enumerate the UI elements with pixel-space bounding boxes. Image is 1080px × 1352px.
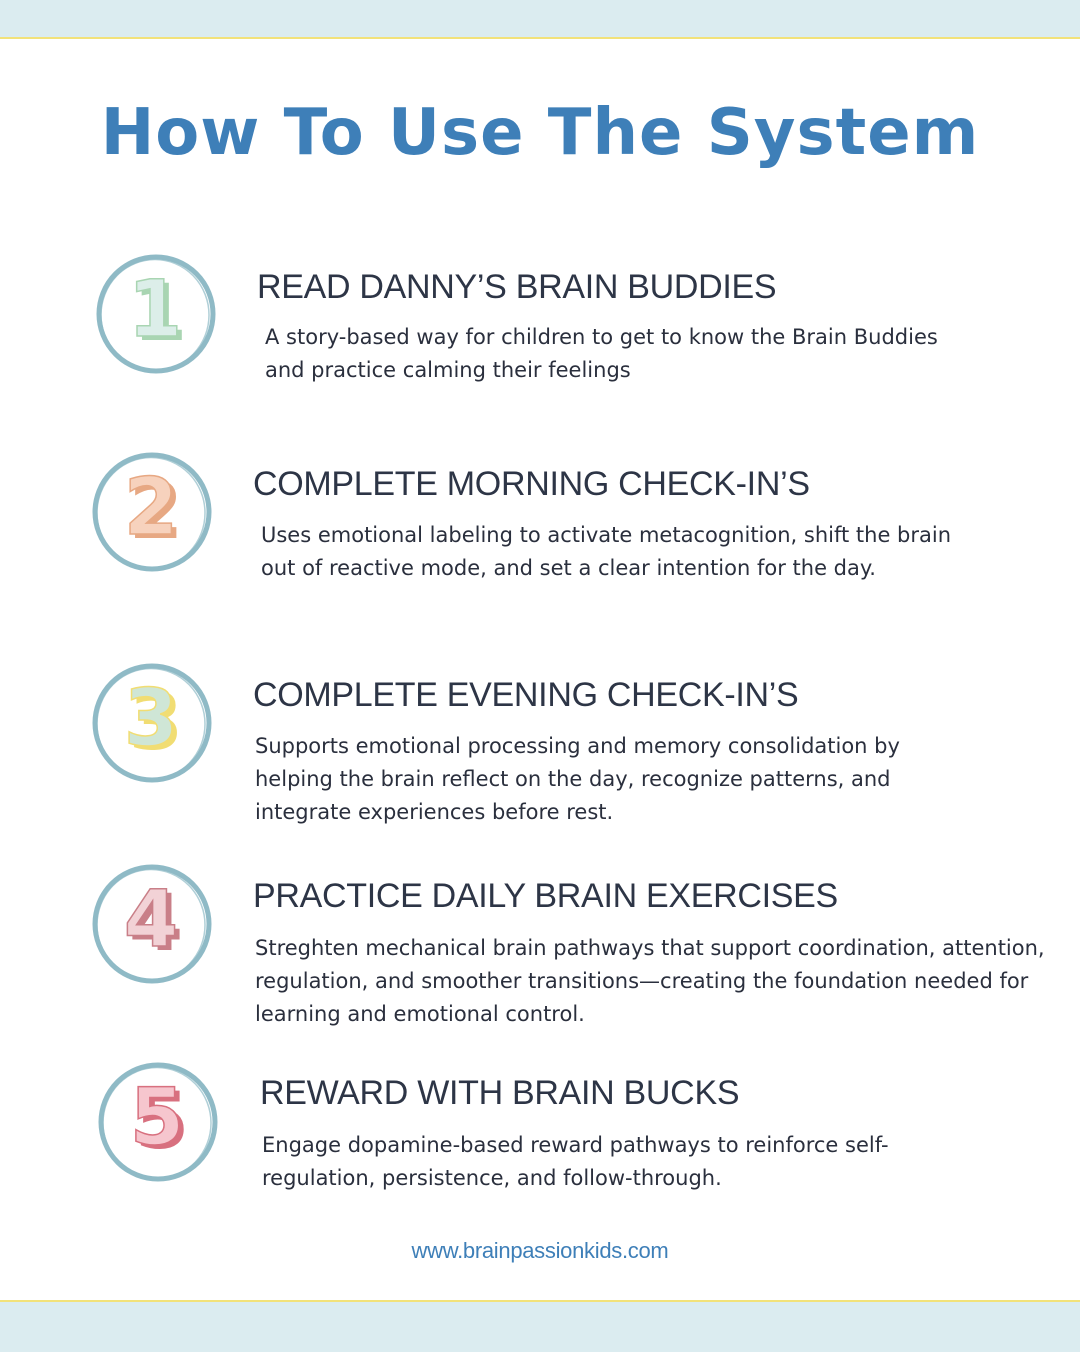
step-title: COMPLETE EVENING CHECK-IN’S xyxy=(253,676,799,714)
svg-text:5: 5 xyxy=(130,1073,184,1163)
svg-text:3: 3 xyxy=(124,674,178,764)
step-description: A story-based way for children to get to… xyxy=(265,325,938,382)
step-title: REWARD WITH BRAIN BUCKS xyxy=(260,1074,740,1112)
step-title: PRACTICE DAILY BRAIN EXERCISES xyxy=(253,877,838,915)
svg-text:3: 3 xyxy=(129,678,183,768)
svg-text:1: 1 xyxy=(128,265,182,355)
website-link[interactable]: www.brainpassionkids.com xyxy=(411,1238,669,1263)
step-description: Uses emotional labeling to activate meta… xyxy=(261,523,952,580)
svg-text:4: 4 xyxy=(124,875,178,965)
step-description: Streghten mechanical brain pathways that… xyxy=(255,936,1045,1026)
step-description: Engage dopamine-based reward pathways to… xyxy=(262,1133,889,1190)
step-description: Supports emotional processing and memory… xyxy=(255,734,900,824)
svg-text:4: 4 xyxy=(129,879,183,969)
page-title: How To Use The System xyxy=(100,96,980,170)
svg-text:2: 2 xyxy=(129,467,183,557)
svg-text:1: 1 xyxy=(133,269,187,359)
top-band xyxy=(0,0,1080,39)
bottom-band xyxy=(0,1300,1080,1352)
step-title: READ DANNY’S BRAIN BUDDIES xyxy=(257,268,777,306)
svg-text:5: 5 xyxy=(135,1077,189,1167)
step-title: COMPLETE MORNING CHECK-IN’S xyxy=(253,465,810,503)
svg-text:2: 2 xyxy=(124,463,178,553)
